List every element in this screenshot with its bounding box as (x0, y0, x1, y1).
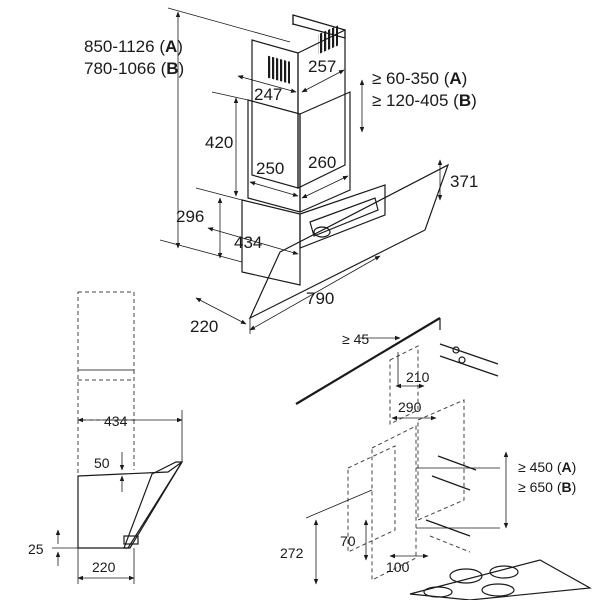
bottom-depth: 220 (92, 559, 116, 575)
lower-chimney-height: 420 (205, 133, 233, 152)
glass-depth: 220 (190, 317, 218, 336)
chimney-top-width: 247 (254, 85, 282, 104)
mount-height-a: ≥ 450 (A) (518, 459, 576, 475)
height-label-b: 780-1066 (B) (84, 59, 184, 78)
glass-height: 371 (450, 172, 478, 191)
chimney-depth: 260 (308, 153, 336, 172)
mounting-view: ≥ 45 210 290 ≥ 450 (A) ≥ 650 (B) 70 (280, 317, 592, 600)
bracket-width: 210 (406, 369, 430, 385)
duct-offset: 50 (94, 455, 110, 471)
body-height: 296 (176, 207, 204, 226)
cooktop (409, 559, 592, 600)
bottom-width: 100 (386, 559, 410, 575)
glass-panel (248, 163, 450, 320)
lower-height: 272 (280, 545, 304, 561)
bottom-height: 25 (28, 541, 44, 557)
lower-offset: 70 (340, 533, 356, 549)
chimney-top-depth: 257 (308, 57, 336, 76)
side-clearance: ≥ 45 (342, 331, 369, 347)
chimney-mount-width: 290 (398, 399, 422, 415)
hood-width: 790 (306, 289, 334, 308)
mount-height-b: ≥ 650 (B) (518, 479, 576, 495)
gap-label-a: ≥ 60-350 (A) (372, 69, 467, 88)
perspective-view: 850-1126 (A) 780-1066 (B) 247 257 ≥ 60-3… (84, 7, 478, 336)
side-body (77, 461, 183, 549)
side-depth: 434 (104, 413, 128, 429)
lower-chimney (247, 91, 351, 213)
side-view: 434 50 25 220 (28, 291, 184, 584)
body-depth: 434 (234, 233, 262, 252)
chimney-width: 250 (256, 159, 284, 178)
wall-anchors (425, 343, 499, 553)
height-label-a: 850-1126 (A) (84, 37, 183, 56)
gap-label-b: ≥ 120-405 (B) (372, 91, 477, 110)
